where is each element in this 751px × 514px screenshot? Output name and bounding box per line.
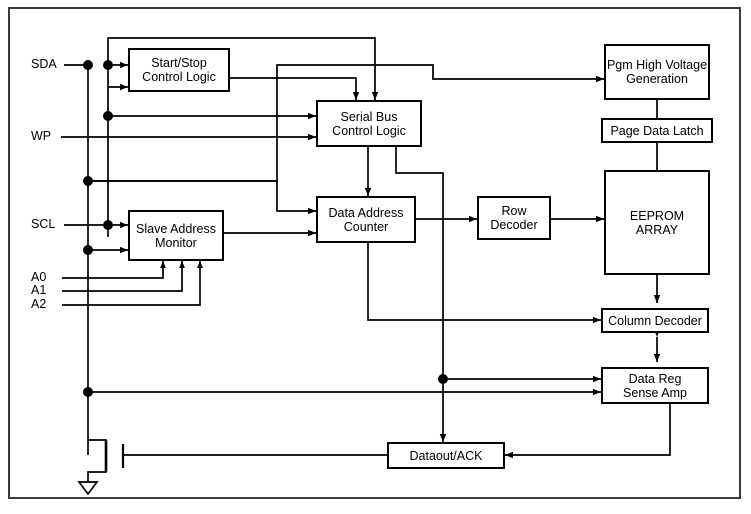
block-dataout-ack[interactable]: Dataout/ACK xyxy=(387,442,505,469)
block-label: Start/Stop Control Logic xyxy=(142,56,216,84)
junction-dot xyxy=(438,374,448,384)
pin-label-a2: A2 xyxy=(31,297,47,311)
block-label: Data Reg Sense Amp xyxy=(623,371,687,400)
block-label: Column Decoder xyxy=(608,313,702,328)
block-label: Page Data Latch xyxy=(610,123,704,138)
block-label: Dataout/ACK xyxy=(409,448,483,463)
wire-transistor-drain xyxy=(88,439,107,447)
block-label: Data Address Counter xyxy=(328,205,404,234)
wire-sda-top-to-serialbus xyxy=(107,37,379,100)
junction-dot xyxy=(83,387,93,397)
pin-label-sda: SDA xyxy=(31,57,57,71)
junction-dots xyxy=(83,60,448,397)
pin-label-a1: A1 xyxy=(31,283,47,297)
block-label: Row Decoder xyxy=(490,204,538,232)
junction-dot xyxy=(103,60,113,70)
block-page-data-latch[interactable]: Page Data Latch xyxy=(601,118,713,143)
diagram-outer-frame xyxy=(8,7,741,499)
junction-dot xyxy=(103,111,113,121)
block-eeprom-array[interactable]: EEPROM ARRAY xyxy=(604,170,710,275)
block-slave-address-monitor[interactable]: Slave Address Monitor xyxy=(128,210,224,261)
wire-dataaddr-down-to-columnbus xyxy=(367,243,443,321)
block-label: Serial Bus Control Logic xyxy=(332,109,406,138)
block-serial-bus-control-logic[interactable]: Serial Bus Control Logic xyxy=(316,100,422,147)
wire-startstop-to-serialbus xyxy=(230,77,360,100)
block-column-decoder[interactable]: Column Decoder xyxy=(601,308,709,333)
junction-dot xyxy=(83,245,93,255)
block-label: Slave Address Monitor xyxy=(136,221,216,250)
block-data-reg-sense-amp[interactable]: Data Reg Sense Amp xyxy=(601,367,709,404)
wire-a1-stub xyxy=(62,261,185,292)
block-data-address-counter[interactable]: Data Address Counter xyxy=(316,196,416,243)
block-pgm-high-voltage-generation[interactable]: Pgm High Voltage Generation xyxy=(604,44,710,100)
wire-a0-stub xyxy=(62,261,166,279)
wire-a2-stub xyxy=(62,261,203,306)
block-label: EEPROM ARRAY xyxy=(629,208,685,237)
pin-label-wp: WP xyxy=(31,129,52,143)
wire-sda-to-dataaddr xyxy=(88,180,316,215)
wire-serialbus-to-columndecoder xyxy=(395,147,601,324)
pin-label-scl: SCL xyxy=(31,217,56,231)
junction-dot xyxy=(83,60,93,70)
ground-symbol-icon xyxy=(77,481,99,496)
junction-dot xyxy=(103,220,113,230)
wire-datareg-to-dataout xyxy=(505,404,671,459)
wire-transistor-source xyxy=(87,466,107,482)
block-label: Pgm High Voltage Generation xyxy=(606,58,708,86)
block-row-decoder[interactable]: Row Decoder xyxy=(477,196,551,240)
pin-label-a0: A0 xyxy=(31,270,47,284)
block-start-stop-control-logic[interactable]: Start/Stop Control Logic xyxy=(128,48,230,92)
junction-dot xyxy=(83,176,93,186)
